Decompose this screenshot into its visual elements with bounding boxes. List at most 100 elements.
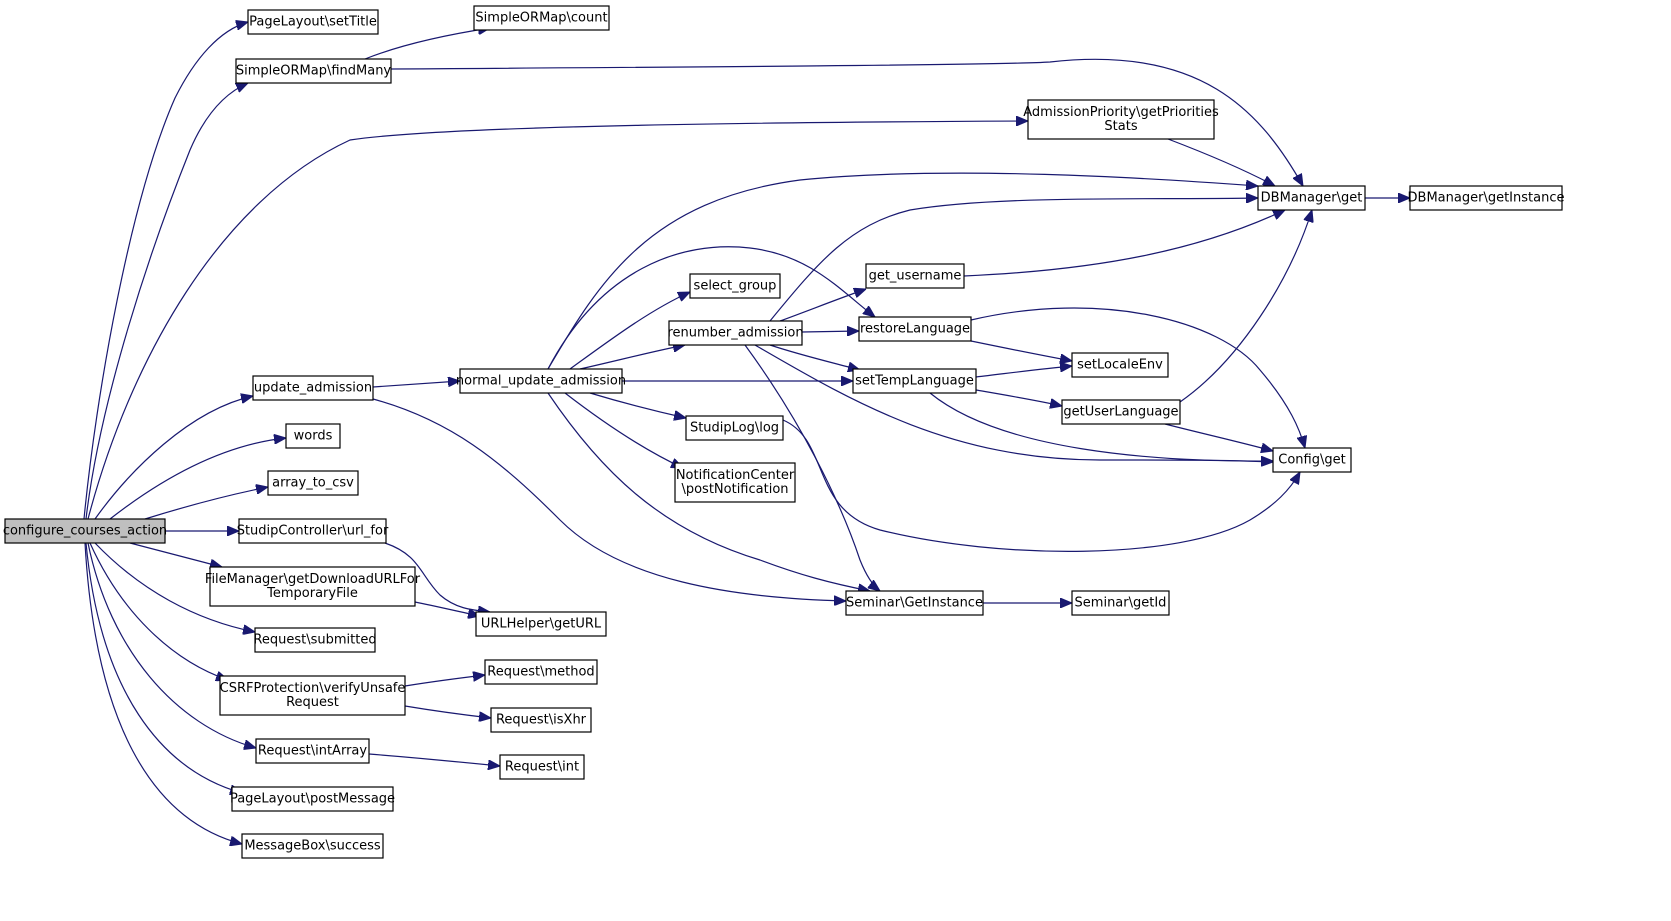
node-setTitle[interactable]: PageLayout\setTitle [247,9,379,35]
edge-settemp-locale [975,366,1072,378]
edge-path-root-findMany [85,82,248,520]
edge-root-findMany [85,82,248,520]
node-label-postNotification-line1: NotificationCenter [676,468,795,483]
node-renumber_admission[interactable]: renumber_admission [667,320,804,346]
node-box-submitted [254,627,376,653]
edge-path-renumber-username [779,289,866,322]
edge-path-root-intArray [87,542,256,748]
node-label-normal_update_admission: normal_update_admission [456,374,626,389]
edge-userlang-config [1164,423,1273,451]
edge-path-renumber-seminar [744,344,880,591]
node-intArray[interactable]: Request\intArray [255,738,370,764]
edge-normal-log [589,392,686,418]
edge-path-renumber-dbget [769,198,1258,322]
node-label-getDownloadURL-line1: FileManager\getDownloadURLFor [205,572,421,587]
node-box-setTempLanguage [852,368,977,394]
node-box-select_group [689,273,781,299]
edge-path-update-seminar [372,398,846,601]
node-getDownloadURL[interactable]: FileManager\getDownloadURLForTemporaryFi… [205,566,421,607]
node-label-verifyUnsafe-line2: Request [286,695,339,710]
node-label-root: configure_courses_action [3,524,167,539]
node-box-normal_update_admission [459,368,623,394]
edge-path-normal-renumber [579,345,685,370]
edge-findMany-dbget [390,58,1303,186]
edge-path-intarray-int [368,753,500,766]
node-seminarGetId[interactable]: Seminar\getId [1071,590,1170,616]
node-box-seminarGetId [1071,590,1170,616]
node-label-isXhr: Request\isXhr [496,713,587,728]
node-reqint[interactable]: Request\int [499,754,585,780]
node-label-restoreLanguage: restoreLanguage [860,322,970,337]
edge-normal-notif [564,392,683,468]
node-count[interactable]: SimpleORMap\count [473,5,610,31]
node-postMessage[interactable]: PageLayout\postMessage [230,786,395,812]
node-label-words: words [294,429,333,444]
node-dbget[interactable]: DBManager\get [1257,185,1366,211]
node-label-renumber_admission: renumber_admission [667,326,803,341]
node-setTempLanguage[interactable]: setTempLanguage [852,368,977,394]
edge-verify-isxhr [404,705,491,718]
edge-path-normal-dbget [547,172,1258,370]
node-box-isXhr [490,707,592,733]
node-label-method: Request\method [487,665,594,680]
node-box-restoreLanguage [858,316,972,342]
node-box-method [484,659,598,685]
node-studiplog[interactable]: StudipLog\log [685,415,784,441]
edge-normal-restore [547,246,875,370]
node-findMany[interactable]: SimpleORMap\findMany [235,58,392,84]
node-submitted[interactable]: Request\submitted [253,627,377,653]
node-get_username[interactable]: get_username [865,263,965,289]
node-select_group[interactable]: select_group [689,273,781,299]
edge-restore-config [970,307,1305,448]
node-seminarGetInstance[interactable]: Seminar\GetInstance [845,590,984,616]
node-label-postNotification-line2: \postNotification [681,482,788,497]
node-words[interactable]: words [285,423,341,449]
edge-path-root-download [129,542,222,567]
edge-settemp-userlang [975,389,1062,406]
node-root[interactable]: configure_courses_action [3,518,167,544]
node-label-studiplog: StudipLog\log [690,421,779,436]
edge-intarray-int [368,753,500,766]
node-label-configget: Config\get [1278,453,1345,468]
node-method[interactable]: Request\method [484,659,598,685]
node-isXhr[interactable]: Request\isXhr [490,707,592,733]
edge-path-normal-select [569,291,690,370]
node-box-configget [1272,447,1352,473]
node-array_to_csv[interactable]: array_to_csv [267,470,359,496]
node-configget[interactable]: Config\get [1272,447,1352,473]
node-dbgetInstance[interactable]: DBManager\getInstance [1408,185,1565,211]
node-label-update_admission: update_admission [254,381,372,396]
edge-path-root-verify [89,542,228,680]
node-box-update_admission [252,375,374,401]
node-restoreLanguage[interactable]: restoreLanguage [858,316,972,342]
edge-renumber-seminar [744,344,880,591]
edge-root-postMessage [85,542,242,793]
node-success[interactable]: MessageBox\success [241,833,384,859]
edge-path-verify-isxhr [404,705,491,718]
edge-root-download [129,542,222,567]
node-postNotification[interactable]: NotificationCenter\postNotification [674,462,796,503]
node-getUserLanguage[interactable]: getUserLanguage [1061,399,1181,425]
nodes-layer: configure_courses_action PageLayout\setTi… [3,5,1565,859]
node-box-findMany [235,58,392,84]
edge-renumber-settemp [769,344,860,370]
edge-path-settemp-userlang [975,389,1062,406]
node-label-dbgetInstance: DBManager\getInstance [1408,191,1565,206]
node-getURL[interactable]: URLHelper\getURL [475,611,607,637]
edge-path-settemp-config [929,392,1273,461]
node-box-get_username [865,263,965,289]
node-normal_update_admission[interactable]: normal_update_admission [456,368,626,394]
node-update_admission[interactable]: update_admission [252,375,374,401]
node-setLocaleEnv[interactable]: setLocaleEnv [1071,352,1169,378]
node-url_for[interactable]: StudipController\url_for [237,518,389,544]
edge-path-root-setTitle [83,22,248,520]
edge-normal-renumber [579,345,685,370]
node-label-url_for: StudipController\url_for [237,524,389,539]
node-box-renumber_admission [668,320,803,346]
edge-path-userlang-dbget [1179,210,1312,403]
node-label-getURL: URLHelper\getURL [481,617,602,632]
edge-update-normal [372,381,460,388]
node-box-success [241,833,384,859]
